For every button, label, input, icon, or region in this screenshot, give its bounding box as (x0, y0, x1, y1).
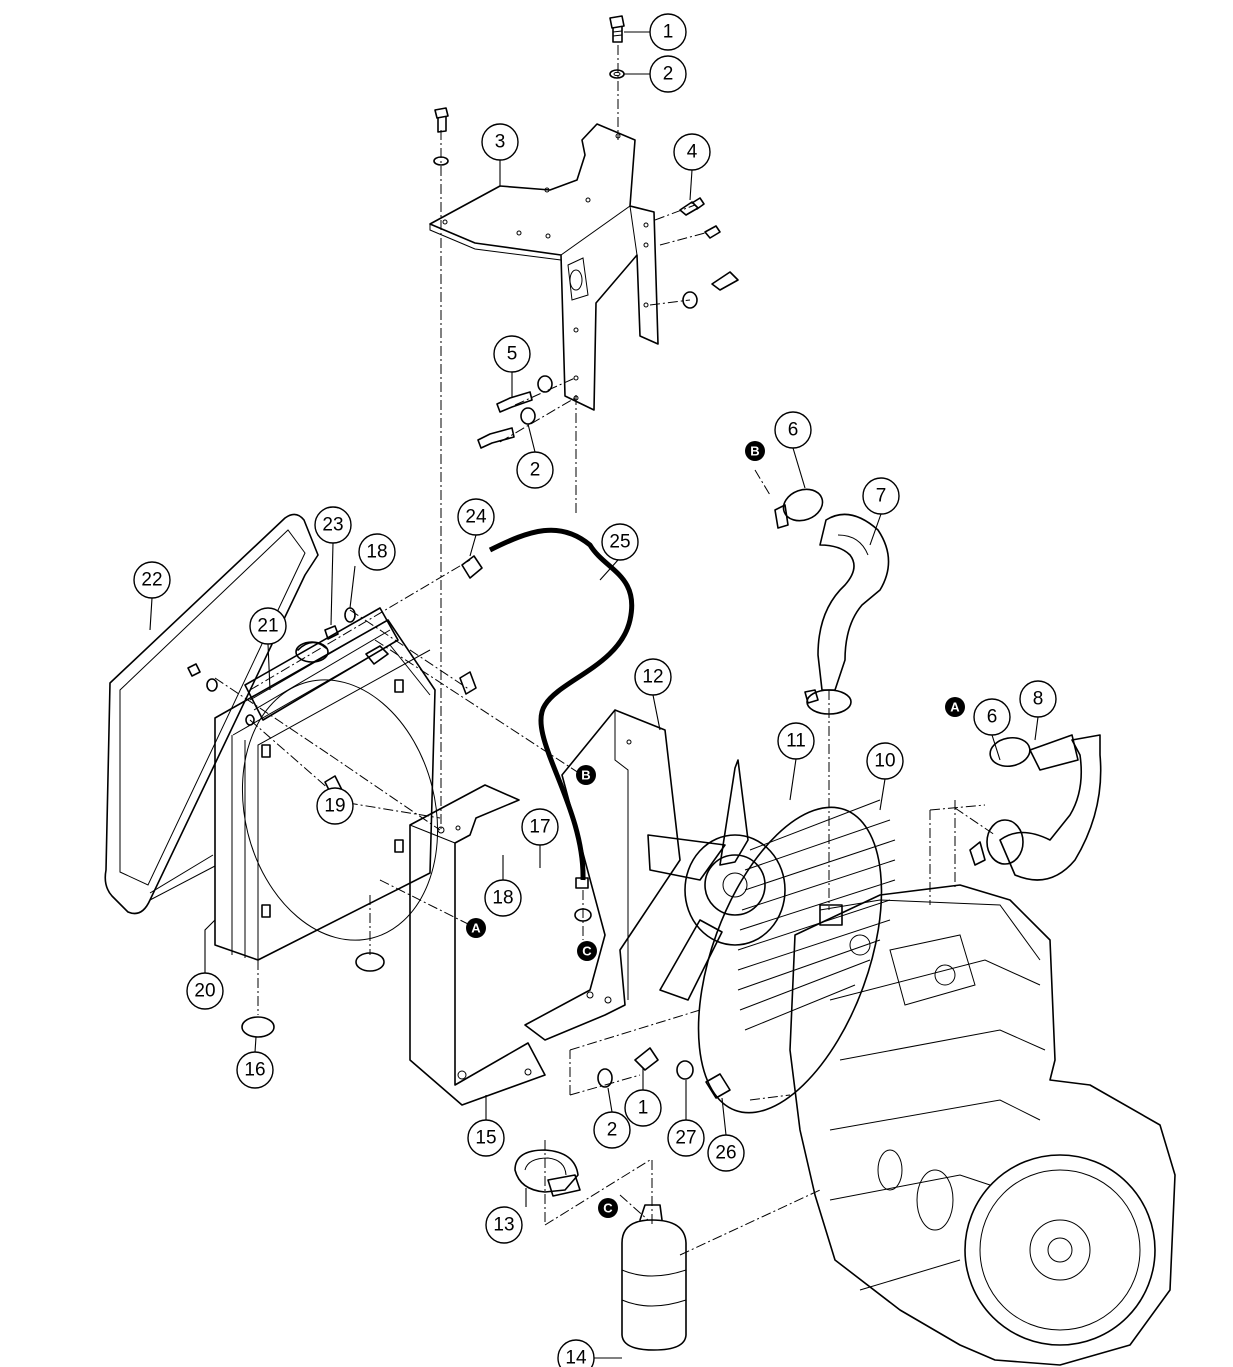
overflow-hose (461, 527, 635, 922)
callout-label: 2 (530, 460, 541, 481)
callout-label: 20 (194, 981, 215, 1002)
callout-2-bottom: 2 (593, 1111, 631, 1149)
callout-2-top: 2 (649, 55, 687, 93)
leader-lines (149, 31, 1039, 1359)
callout-label: 18 (492, 888, 513, 909)
callout-label: 11 (786, 731, 806, 752)
lower-hose (969, 734, 1102, 881)
callout-label: 12 (642, 667, 663, 688)
callout-label: 6 (987, 707, 998, 728)
upper-hose (774, 488, 890, 715)
callout-4: 4 (673, 133, 711, 171)
callout-label: 13 (493, 1215, 514, 1236)
callout-22: 22 (133, 561, 171, 599)
alignment-lines (214, 45, 996, 1256)
fan-shroud (409, 784, 546, 1106)
bolt-1-top (609, 15, 625, 43)
reference-marker-a-upper: A (945, 697, 965, 717)
callout-label: 1 (638, 1098, 649, 1119)
callout-20: 20 (186, 972, 224, 1010)
callout-8: 8 (1019, 680, 1057, 718)
shroud-bracket (524, 709, 681, 1041)
callout-18-lower: 18 (484, 879, 522, 917)
washer-2-top (609, 69, 625, 79)
reference-marker-b-lower: B (576, 765, 596, 785)
bottom-hardware (241, 952, 731, 1099)
callout-5: 5 (493, 335, 531, 373)
reference-marker-a-lower: A (466, 918, 486, 938)
callout-label: 1 (663, 22, 674, 43)
cooling-fan (647, 759, 786, 1001)
callout-label: 22 (141, 570, 162, 591)
callout-label: 3 (495, 132, 506, 153)
tank-strap (514, 1149, 581, 1197)
callout-label: 2 (607, 1120, 618, 1141)
reference-label: B (581, 768, 590, 783)
radiator (214, 607, 439, 961)
callout-label: 21 (257, 616, 278, 637)
callout-label: 23 (322, 515, 343, 536)
callout-6-lower: 6 (973, 698, 1011, 736)
callout-14: 14 (557, 1339, 595, 1367)
callout-2-mid: 2 (516, 451, 554, 489)
callout-15: 15 (467, 1119, 505, 1157)
callout-label: 2 (663, 64, 674, 85)
callout-label: 26 (715, 1143, 736, 1164)
callout-label: 17 (529, 817, 550, 838)
callout-label: 16 (244, 1060, 265, 1081)
engine (789, 884, 1176, 1366)
callout-label: 15 (475, 1128, 496, 1149)
reference-marker-b-upper: B (745, 441, 765, 461)
bolts-5 (477, 375, 553, 449)
callout-19: 19 (316, 787, 354, 825)
callout-21: 21 (249, 607, 287, 645)
coolant-reservoir (621, 1204, 687, 1351)
callout-label: 10 (874, 751, 895, 772)
callout-label: 19 (324, 796, 345, 817)
callout-label: 25 (609, 532, 630, 553)
callout-label: 6 (788, 420, 799, 441)
callout-label: 14 (565, 1348, 587, 1367)
callout-1-bottom: 1 (624, 1089, 662, 1127)
callout-label: 5 (507, 344, 518, 365)
fan-guard (697, 799, 896, 1114)
callout-10: 10 (866, 742, 904, 780)
callout-18-upper: 18 (358, 533, 396, 571)
callout-label: 8 (1033, 689, 1044, 710)
reference-label: C (582, 944, 592, 959)
mounting-bracket (429, 123, 659, 411)
reference-label: B (750, 444, 759, 459)
callout-24: 24 (457, 498, 495, 536)
callout-1-top: 1 (649, 13, 687, 51)
callout-label: 24 (465, 507, 487, 528)
radiator-seal-frame (104, 513, 319, 915)
callout-25: 25 (601, 523, 639, 561)
reference-marker-c-upper: C (577, 941, 597, 961)
callout-label: 4 (687, 142, 698, 163)
callout-11: 11 (777, 722, 815, 760)
callout-27: 27 (667, 1119, 705, 1157)
callout-label: 27 (675, 1128, 696, 1149)
reference-label: A (471, 921, 481, 936)
callout-17: 17 (521, 808, 559, 846)
callout-7: 7 (862, 477, 900, 515)
reference-label: A (950, 700, 960, 715)
callout-label: 7 (876, 486, 887, 507)
callout-26: 26 (707, 1134, 745, 1172)
callout-12: 12 (634, 658, 672, 696)
reference-label: C (603, 1201, 613, 1216)
callout-16: 16 (236, 1051, 274, 1089)
bolts-4 (679, 197, 739, 309)
callout-6-upper: 6 (774, 411, 812, 449)
callout-13: 13 (485, 1206, 523, 1244)
callout-label: 18 (366, 542, 387, 563)
reference-marker-c-lower: C (598, 1198, 618, 1218)
callout-3: 3 (481, 123, 519, 161)
callout-23: 23 (314, 506, 352, 544)
bolt-left-top (433, 107, 449, 166)
